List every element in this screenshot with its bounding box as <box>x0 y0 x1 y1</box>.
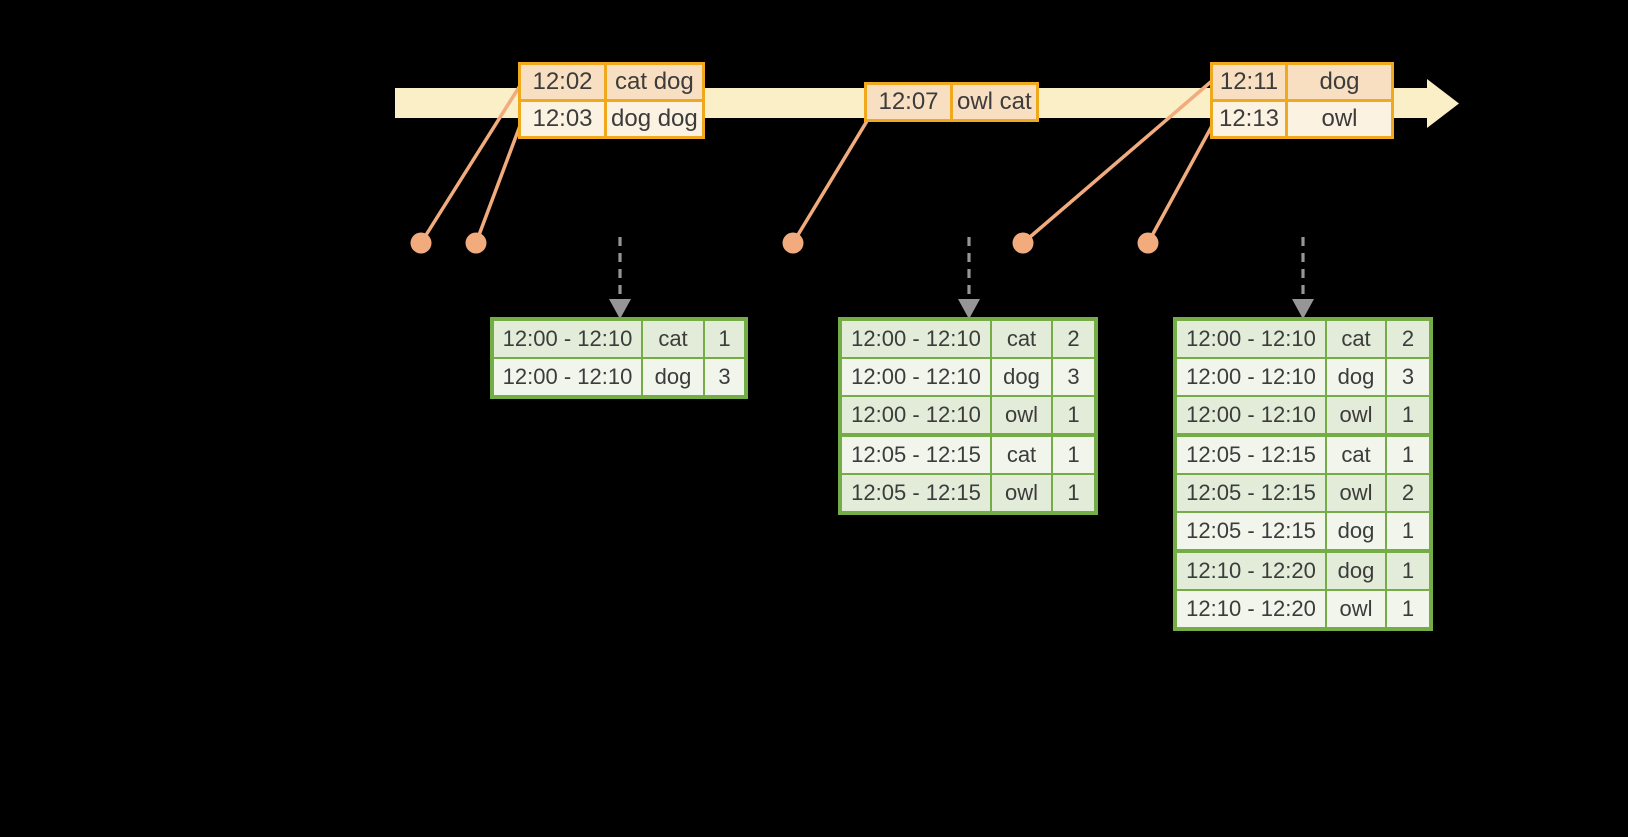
count-cell: 1 <box>1051 395 1097 436</box>
timeline-arrowhead-icon <box>1427 79 1459 128</box>
event-connector-line <box>474 121 523 245</box>
window-cell: 12:00 - 12:10 <box>1174 395 1327 436</box>
event-time-cell: 12:02 <box>518 62 607 102</box>
event-dot <box>410 232 432 254</box>
event-words-cell: dog <box>1285 62 1394 102</box>
count-cell: 3 <box>1385 357 1432 397</box>
word-cell: dog <box>1325 511 1387 552</box>
result-row: 12:10 - 12:20 dog 1 <box>1174 549 1432 591</box>
word-cell: dog <box>1325 357 1387 397</box>
count-cell: 1 <box>1385 433 1432 475</box>
event-time-cell: 12:13 <box>1210 99 1288 139</box>
event-connector-line <box>1021 78 1215 245</box>
event-connector-line <box>791 119 869 245</box>
count-cell: 1 <box>1385 511 1432 552</box>
result-table-1: 12:00 - 12:10 cat 1 12:00 - 12:10 dog 3 <box>490 317 748 399</box>
count-cell: 1 <box>1051 433 1097 475</box>
result-row: 12:00 - 12:10 owl 1 <box>1174 395 1432 436</box>
event-table-2: 12:07 owl cat <box>864 82 1039 122</box>
word-cell: owl <box>1325 473 1387 513</box>
event-words-cell: owl cat <box>950 82 1039 122</box>
count-cell: 1 <box>1385 549 1432 591</box>
event-dot <box>1012 232 1034 254</box>
window-cell: 12:05 - 12:15 <box>839 433 992 475</box>
trigger-arrow-icon <box>609 237 631 319</box>
event-time-cell: 12:11 <box>1210 62 1288 102</box>
window-cell: 12:05 - 12:15 <box>1174 433 1327 475</box>
result-table-3: 12:00 - 12:10 cat 2 12:00 - 12:10 dog 3 … <box>1173 317 1433 631</box>
count-cell: 1 <box>1385 589 1432 630</box>
event-connector-line <box>419 82 523 245</box>
result-row: 12:00 - 12:10 cat 2 <box>1174 318 1432 359</box>
result-row: 12:05 - 12:15 dog 1 <box>1174 511 1432 552</box>
count-cell: 1 <box>1051 473 1097 514</box>
word-cell: dog <box>641 357 705 398</box>
window-cell: 12:00 - 12:10 <box>491 357 643 398</box>
event-words-cell: cat dog <box>604 62 705 102</box>
result-row: 12:00 - 12:10 cat 2 <box>839 318 1097 359</box>
event-table-1: 12:02 cat dog 12:03 dog dog <box>518 62 705 139</box>
window-cell: 12:05 - 12:15 <box>1174 473 1327 513</box>
event-table-3: 12:11 dog 12:13 owl <box>1210 62 1394 139</box>
window-cell: 12:00 - 12:10 <box>491 318 643 359</box>
window-cell: 12:05 - 12:15 <box>839 473 992 514</box>
event-row: 12:11 dog <box>1210 62 1394 102</box>
result-row: 12:05 - 12:15 cat 1 <box>839 433 1097 475</box>
word-cell: owl <box>990 395 1053 436</box>
event-row: 12:13 owl <box>1210 99 1394 139</box>
word-cell: cat <box>990 433 1053 475</box>
event-row: 12:03 dog dog <box>518 99 705 139</box>
event-words-cell: dog dog <box>604 99 705 139</box>
result-row: 12:05 - 12:15 owl 2 <box>1174 473 1432 513</box>
count-cell: 2 <box>1385 473 1432 513</box>
word-cell: owl <box>990 473 1053 514</box>
window-cell: 12:00 - 12:10 <box>839 357 992 397</box>
result-row: 12:05 - 12:15 cat 1 <box>1174 433 1432 475</box>
window-cell: 12:00 - 12:10 <box>839 395 992 436</box>
event-time-cell: 12:03 <box>518 99 607 139</box>
word-cell: dog <box>990 357 1053 397</box>
result-row: 12:00 - 12:10 cat 1 <box>491 318 747 359</box>
event-connector-line <box>1146 122 1215 245</box>
count-cell: 1 <box>703 318 747 359</box>
event-time-cell: 12:07 <box>864 82 953 122</box>
count-cell: 2 <box>1051 318 1097 359</box>
count-cell: 1 <box>1385 395 1432 436</box>
result-row: 12:10 - 12:20 owl 1 <box>1174 589 1432 630</box>
word-cell: owl <box>1325 589 1387 630</box>
result-row: 12:00 - 12:10 dog 3 <box>1174 357 1432 397</box>
count-cell: 3 <box>1051 357 1097 397</box>
window-cell: 12:00 - 12:10 <box>1174 357 1327 397</box>
trigger-arrow-icon <box>958 237 980 319</box>
count-cell: 3 <box>703 357 747 398</box>
word-cell: cat <box>1325 433 1387 475</box>
event-row: 12:07 owl cat <box>864 82 1039 122</box>
window-cell: 12:10 - 12:20 <box>1174 589 1327 630</box>
word-cell: dog <box>1325 549 1387 591</box>
result-row: 12:00 - 12:10 owl 1 <box>839 395 1097 436</box>
word-cell: cat <box>990 318 1053 359</box>
count-cell: 2 <box>1385 318 1432 359</box>
event-words-cell: owl <box>1285 99 1394 139</box>
result-table-2: 12:00 - 12:10 cat 2 12:00 - 12:10 dog 3 … <box>838 317 1098 515</box>
event-row: 12:02 cat dog <box>518 62 705 102</box>
window-cell: 12:05 - 12:15 <box>1174 511 1327 552</box>
event-dot <box>465 232 487 254</box>
event-dot <box>782 232 804 254</box>
window-cell: 12:00 - 12:10 <box>1174 318 1327 359</box>
result-row: 12:05 - 12:15 owl 1 <box>839 473 1097 514</box>
event-dot <box>1137 232 1159 254</box>
word-cell: cat <box>641 318 705 359</box>
trigger-arrow-icon <box>1292 237 1314 319</box>
result-row: 12:00 - 12:10 dog 3 <box>491 357 747 398</box>
window-cell: 12:10 - 12:20 <box>1174 549 1327 591</box>
word-cell: owl <box>1325 395 1387 436</box>
word-cell: cat <box>1325 318 1387 359</box>
window-cell: 12:00 - 12:10 <box>839 318 992 359</box>
result-row: 12:00 - 12:10 dog 3 <box>839 357 1097 397</box>
